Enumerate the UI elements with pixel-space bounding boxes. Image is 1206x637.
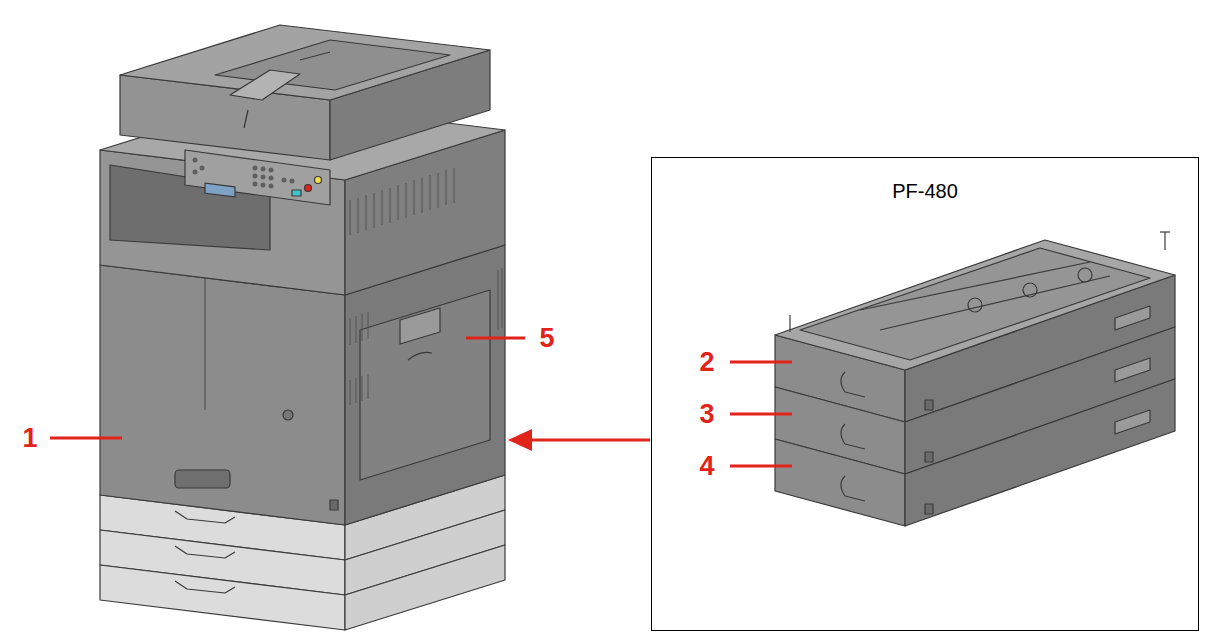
insert-arrowhead: [508, 429, 532, 451]
leader-lines: [50, 338, 792, 466]
main-unit: [100, 25, 505, 525]
insert-arrow: [530, 439, 650, 442]
callout-number: 2: [699, 349, 714, 376]
callout-number: 5: [539, 325, 554, 352]
callout-number: 3: [699, 401, 714, 428]
pf-480-feeder: [775, 232, 1175, 526]
callout-number: 1: [22, 425, 37, 452]
callout-number: 4: [699, 453, 714, 480]
feeder-frame: PF-480: [651, 157, 1199, 631]
unit-name: PF-480: [652, 180, 1198, 203]
